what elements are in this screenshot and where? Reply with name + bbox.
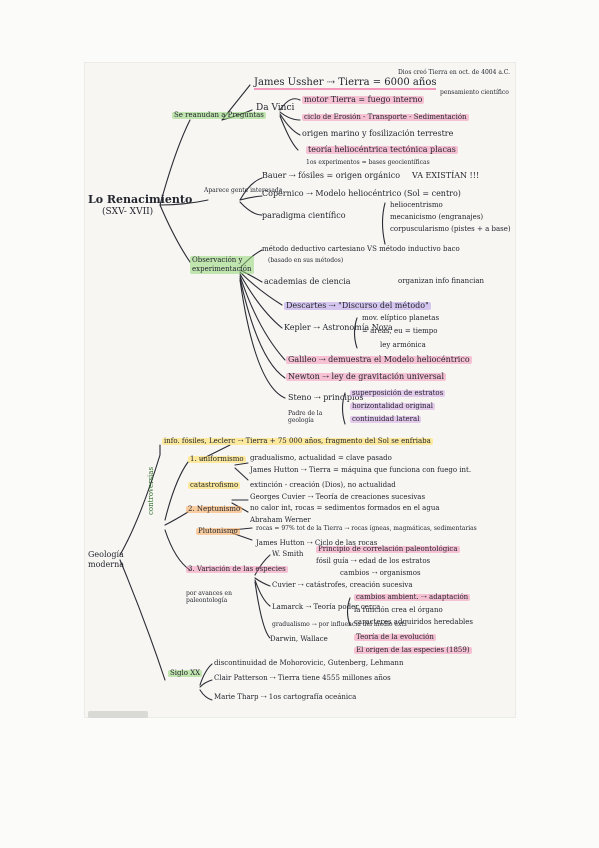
lamarck-3: caracteres adquiridos heredables — [354, 618, 474, 626]
g2-e: James Hutton ⇢ Ciclo de las rocas — [256, 539, 378, 547]
line-galileo — [239, 275, 286, 361]
steno-1: superposición de estratos — [350, 389, 446, 397]
bauer: Bauer ⇢ fósiles = origen orgánico — [262, 171, 401, 180]
xx-3: Marie Tharp ⇢ 1os cartografía oceánica — [214, 693, 357, 701]
g3-variacion: 3. Variación de las especies — [186, 565, 288, 573]
xx-1: discontinuidad de Mohorovicic, Gutenberg… — [214, 659, 404, 667]
g2-neptunismo: 2. Neptunismo — [186, 505, 243, 513]
ussher-note2: pensamiento científico — [440, 89, 509, 96]
steno-note: Padre de la geología — [288, 410, 323, 425]
g1-a: gradualismo, actualidad = clave pasado — [250, 454, 392, 462]
gradualismo: gradualismo ⇢ por influencia del medio e… — [272, 621, 406, 628]
descartes: Descartes ⇢ "Discurso del método" — [284, 301, 431, 310]
davinci-2: ciclo de Erosión - Transporte - Sediment… — [302, 113, 469, 121]
line-g1 — [164, 461, 189, 521]
kepler-1: mov. elíptico planetas — [362, 314, 440, 322]
steno: Steno ⇢ principios — [288, 393, 364, 402]
geologia-info: info. fósiles, Leclerc ⇢ Tierra + 75 000… — [162, 437, 433, 445]
branch-preguntas: Se reanudan a Preguntas — [172, 111, 266, 119]
line-g3 — [164, 529, 191, 571]
cuvier: Cuvier ⇢ catástrofes, creación sucesiva — [272, 581, 413, 589]
g2-b: Abraham Werner — [250, 516, 311, 524]
trunk-geologia-up — [119, 454, 161, 556]
controversias: controversias — [147, 466, 155, 515]
line-descartes — [239, 271, 283, 306]
steno-3: continuidad lateral — [350, 415, 422, 423]
metodo-note: (basado en sus métodos) — [268, 257, 344, 264]
darwin-1: Teoría de la evolución — [354, 633, 436, 641]
academias: academias de ciencia — [264, 277, 351, 286]
geologia-title: Geología moderna — [88, 550, 125, 570]
root-period: (SXV- XVII) — [102, 207, 154, 217]
g3-note: por avances en paleontología — [186, 590, 232, 605]
line-paradigma — [239, 201, 263, 216]
smith-3: cambios ⇢ organismos — [340, 569, 421, 577]
lamarck: Lamarck ⇢ Teoría poder cerca — [272, 603, 381, 611]
line-copernico — [239, 195, 263, 201]
kepler-2: = áreas, eu = tiempo — [362, 327, 438, 335]
smith-1: Principio de correlación paleontológica — [316, 545, 460, 553]
g1-uniformismo: 1. uniformismo — [188, 455, 246, 463]
g1-catastrofismo: catastrofismo — [188, 481, 241, 489]
branch-gente: Aparece gente interesada — [204, 187, 283, 194]
g1-b: James Hutton ⇢ Tierra = máquina que func… — [250, 466, 472, 474]
g1-e: Georges Cuvier ⇢ Teoría de creaciones su… — [250, 493, 426, 501]
bauer-note: VA EXISTÍAN !!! — [412, 171, 480, 180]
line-kepler — [239, 273, 283, 329]
root-title: Lo Renacimiento — [88, 193, 193, 206]
line-bauer — [239, 177, 263, 201]
scanner-watermark — [88, 711, 148, 718]
g2-d: rocas = 97% tot de la Tierra ⇢ rocas ígn… — [256, 525, 477, 532]
g2-plutonismo: Plutonismo — [196, 527, 240, 535]
smith-2: fósil guía ⇢ edad de los estratos — [316, 557, 431, 565]
davinci-1: motor Tierra = fuego interno — [302, 95, 425, 104]
metodo: método deductivo cartesiano VS método in… — [262, 245, 460, 253]
darwin: Darwin, Wallace — [270, 635, 328, 643]
davinci-4: teoría heliocéntrica tectónica placas — [306, 145, 458, 154]
g1-d: extinción - creación (Dios), no actualid… — [250, 481, 396, 489]
line-newton — [239, 277, 286, 379]
ussher-note: Dios creó Tierra en oct. de 4004 a.C. — [398, 69, 511, 76]
paradigma-3: corpuscularismo (pistes + a base) — [390, 225, 511, 233]
ussher: James Ussher ⇢ Tierra = 6000 años — [254, 77, 437, 90]
line-steno — [239, 279, 286, 399]
steno-2: horizontalidad original — [350, 402, 435, 410]
paradigma-2: mecanicismo (engranajes) — [390, 213, 484, 221]
line-g2 — [164, 511, 189, 526]
g2-a: no calor int, rocas = sedimentos formado… — [250, 504, 440, 512]
davinci-3: origen marino y fosilización terrestre — [302, 129, 454, 138]
kepler-3: ley armónica — [380, 341, 426, 349]
lamarck-1: cambios ambient. ⇢ adaptación — [354, 593, 471, 601]
smith: W. Smith — [272, 550, 304, 558]
branch-observacion: Observación y experimentación — [190, 256, 254, 275]
newton: Newton ⇢ ley de gravitación universal — [286, 372, 447, 381]
copernico: Copérnico ⇢ Modelo heliocéntrico (Sol = … — [262, 189, 461, 198]
xx-2: Clair Patterson ⇢ Tierra tiene 4555 mill… — [214, 674, 391, 682]
kepler: Kepler ⇢ Astronomía Nova — [284, 323, 393, 332]
branch-line-gente — [159, 199, 209, 206]
branch-line-observacion — [159, 204, 191, 263]
darwin-2: El origen de las especies (1859) — [354, 646, 472, 654]
lamarck-2: la función crea el órgano — [354, 606, 443, 614]
branch-line-preguntas — [159, 119, 191, 206]
paradigma: paradigma científico — [262, 211, 346, 220]
siglo-xx: Siglo XX — [168, 669, 203, 677]
academias-1: organizan info financian — [398, 277, 485, 285]
galileo: Galileo ⇢ demuestra el Modelo heliocéntr… — [286, 355, 472, 364]
paradigma-1: heliocentrismo — [390, 201, 443, 209]
trunk-geologia-down — [119, 559, 166, 681]
davinci: Da Vinci — [256, 103, 295, 113]
davinci-5: 1os experimentos = bases geocientíficas — [306, 159, 430, 166]
